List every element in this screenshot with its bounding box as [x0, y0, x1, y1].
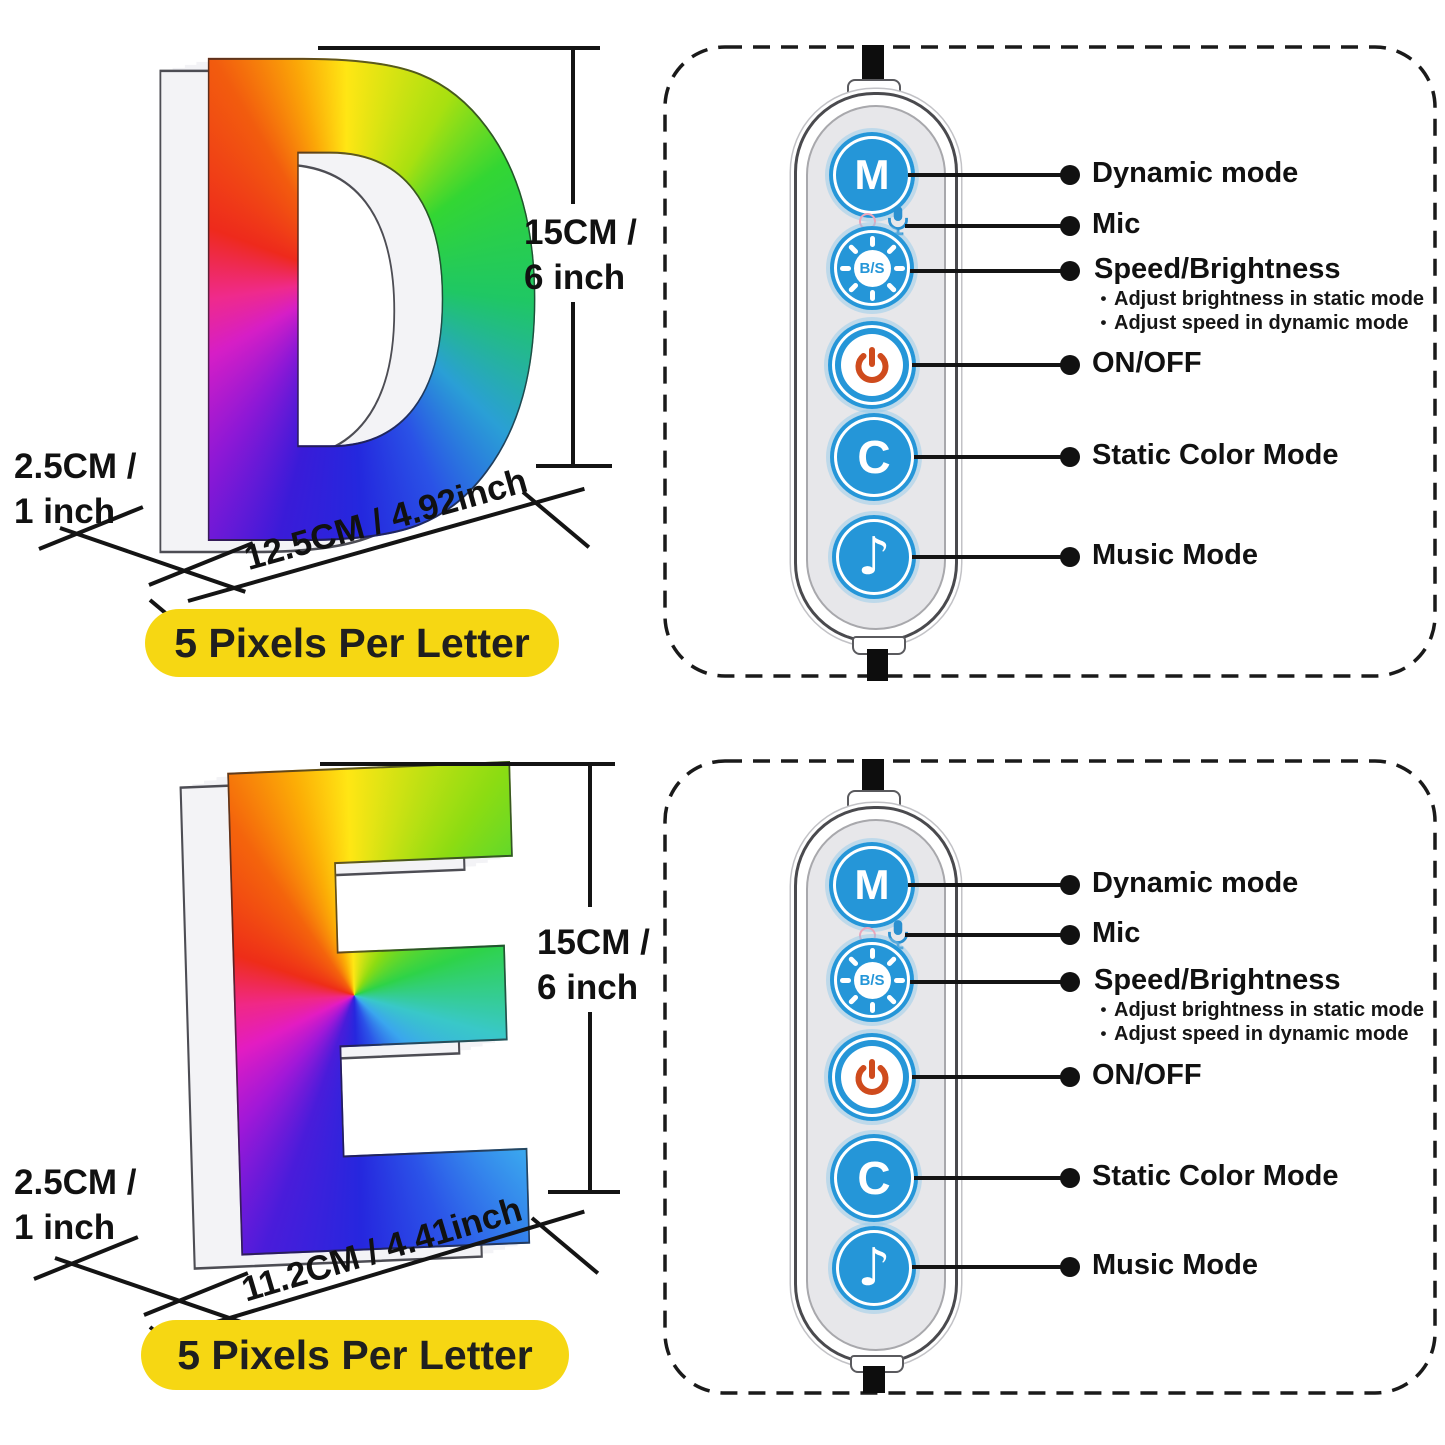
pixels-badge: 5 Pixels Per Letter [145, 609, 559, 677]
depth-label: 2.5CM / 1 inch [14, 1163, 137, 1247]
depth-label: 2.5CM / 1 inch [14, 447, 137, 531]
callout-speed-sub1: •Adjust brightness in static mode [1100, 999, 1425, 1021]
callout-dot [1060, 1067, 1080, 1087]
bullet-icon: • [1100, 289, 1107, 309]
dashed-border [663, 45, 1437, 678]
usb-cable-top [862, 759, 884, 793]
height-dimension-line-upper [588, 762, 592, 907]
bullet-icon: • [1100, 1000, 1107, 1020]
height-label: 15CM / 6 inch [524, 213, 637, 297]
callout-label: Music Mode [1092, 539, 1258, 571]
usb-cable-top [862, 45, 884, 83]
callout-dot [1060, 216, 1080, 236]
callout-label: Static Color Mode [1092, 439, 1339, 471]
static-color-button: C [830, 1134, 918, 1222]
speed-brightness-label: B/S [859, 971, 885, 989]
callout-dot [1060, 355, 1080, 375]
speed-brightness-button: B/S [830, 938, 914, 1022]
height-dimension-line-lower [588, 1012, 592, 1192]
height-extension-line-top [318, 46, 600, 50]
pixels-badge: 5 Pixels Per Letter [141, 1320, 569, 1390]
callout-label: Dynamic mode [1092, 157, 1299, 189]
pixels-badge-label: 5 Pixels Per Letter [174, 619, 530, 666]
callout-label: Music Mode [1092, 1249, 1258, 1281]
callout-label: Mic [1092, 917, 1141, 949]
mode-button-label: M [854, 861, 890, 908]
power-icon [841, 334, 903, 396]
bullet-icon: • [1100, 1024, 1107, 1044]
height-extension-tick-bottom [548, 1190, 620, 1194]
callout-dot [1060, 972, 1080, 992]
mode-button-label: M [854, 151, 890, 198]
power-button [828, 321, 916, 409]
power-button [828, 1033, 916, 1121]
callout-speed-sub1: •Adjust brightness in static mode [1100, 288, 1425, 310]
mode-button: M [829, 842, 915, 928]
static-color-button: C [830, 413, 918, 501]
sun-icon: B/S [853, 961, 891, 999]
static-color-label: C [857, 431, 891, 483]
height-extension-tick-bottom [536, 464, 612, 468]
callout-dot [1060, 925, 1080, 945]
height-dimension-line-lower [571, 302, 575, 465]
letter-d-side: D [116, 0, 512, 655]
callout-dot [1060, 875, 1080, 895]
bullet-icon: • [1100, 313, 1107, 333]
music-note-icon: ♪ [857, 527, 891, 587]
sun-icon: B/S [853, 249, 891, 287]
callout-dot [1060, 447, 1080, 467]
callout-dot [1060, 1168, 1080, 1188]
height-label: 15CM / 6 inch [537, 923, 650, 1007]
callout-label: Speed/Brightness [1094, 253, 1341, 285]
letter-d-face: D [164, 0, 560, 643]
callout-dot [1060, 1257, 1080, 1277]
speed-brightness-button: B/S [830, 226, 914, 310]
dashed-border [663, 759, 1437, 1395]
callout-dot [1060, 547, 1080, 567]
usb-cable-bottom [867, 649, 888, 681]
music-button: ♪ [832, 1226, 916, 1310]
callout-label: ON/OFF [1092, 1059, 1202, 1091]
static-color-label: C [857, 1152, 891, 1204]
speed-brightness-label: B/S [859, 259, 885, 277]
music-button: ♪ [832, 515, 916, 599]
mode-button: M [829, 132, 915, 218]
height-extension-line-top [320, 762, 615, 766]
callout-dot [1060, 261, 1080, 281]
callout-label: Static Color Mode [1092, 1160, 1339, 1192]
pixels-badge-label: 5 Pixels Per Letter [177, 1331, 533, 1378]
callout-speed-sub2: •Adjust speed in dynamic mode [1100, 1023, 1409, 1045]
music-note-icon: ♪ [857, 1238, 891, 1298]
callout-label: Speed/Brightness [1094, 964, 1341, 996]
usb-cable-bottom [863, 1366, 885, 1393]
callout-speed-sub2: •Adjust speed in dynamic mode [1100, 312, 1409, 334]
callout-label: Mic [1092, 208, 1141, 240]
callout-label: Dynamic mode [1092, 867, 1299, 899]
height-dimension-line-upper [571, 46, 575, 204]
power-icon [841, 1046, 903, 1108]
callout-dot [1060, 165, 1080, 185]
callout-label: ON/OFF [1092, 347, 1202, 379]
